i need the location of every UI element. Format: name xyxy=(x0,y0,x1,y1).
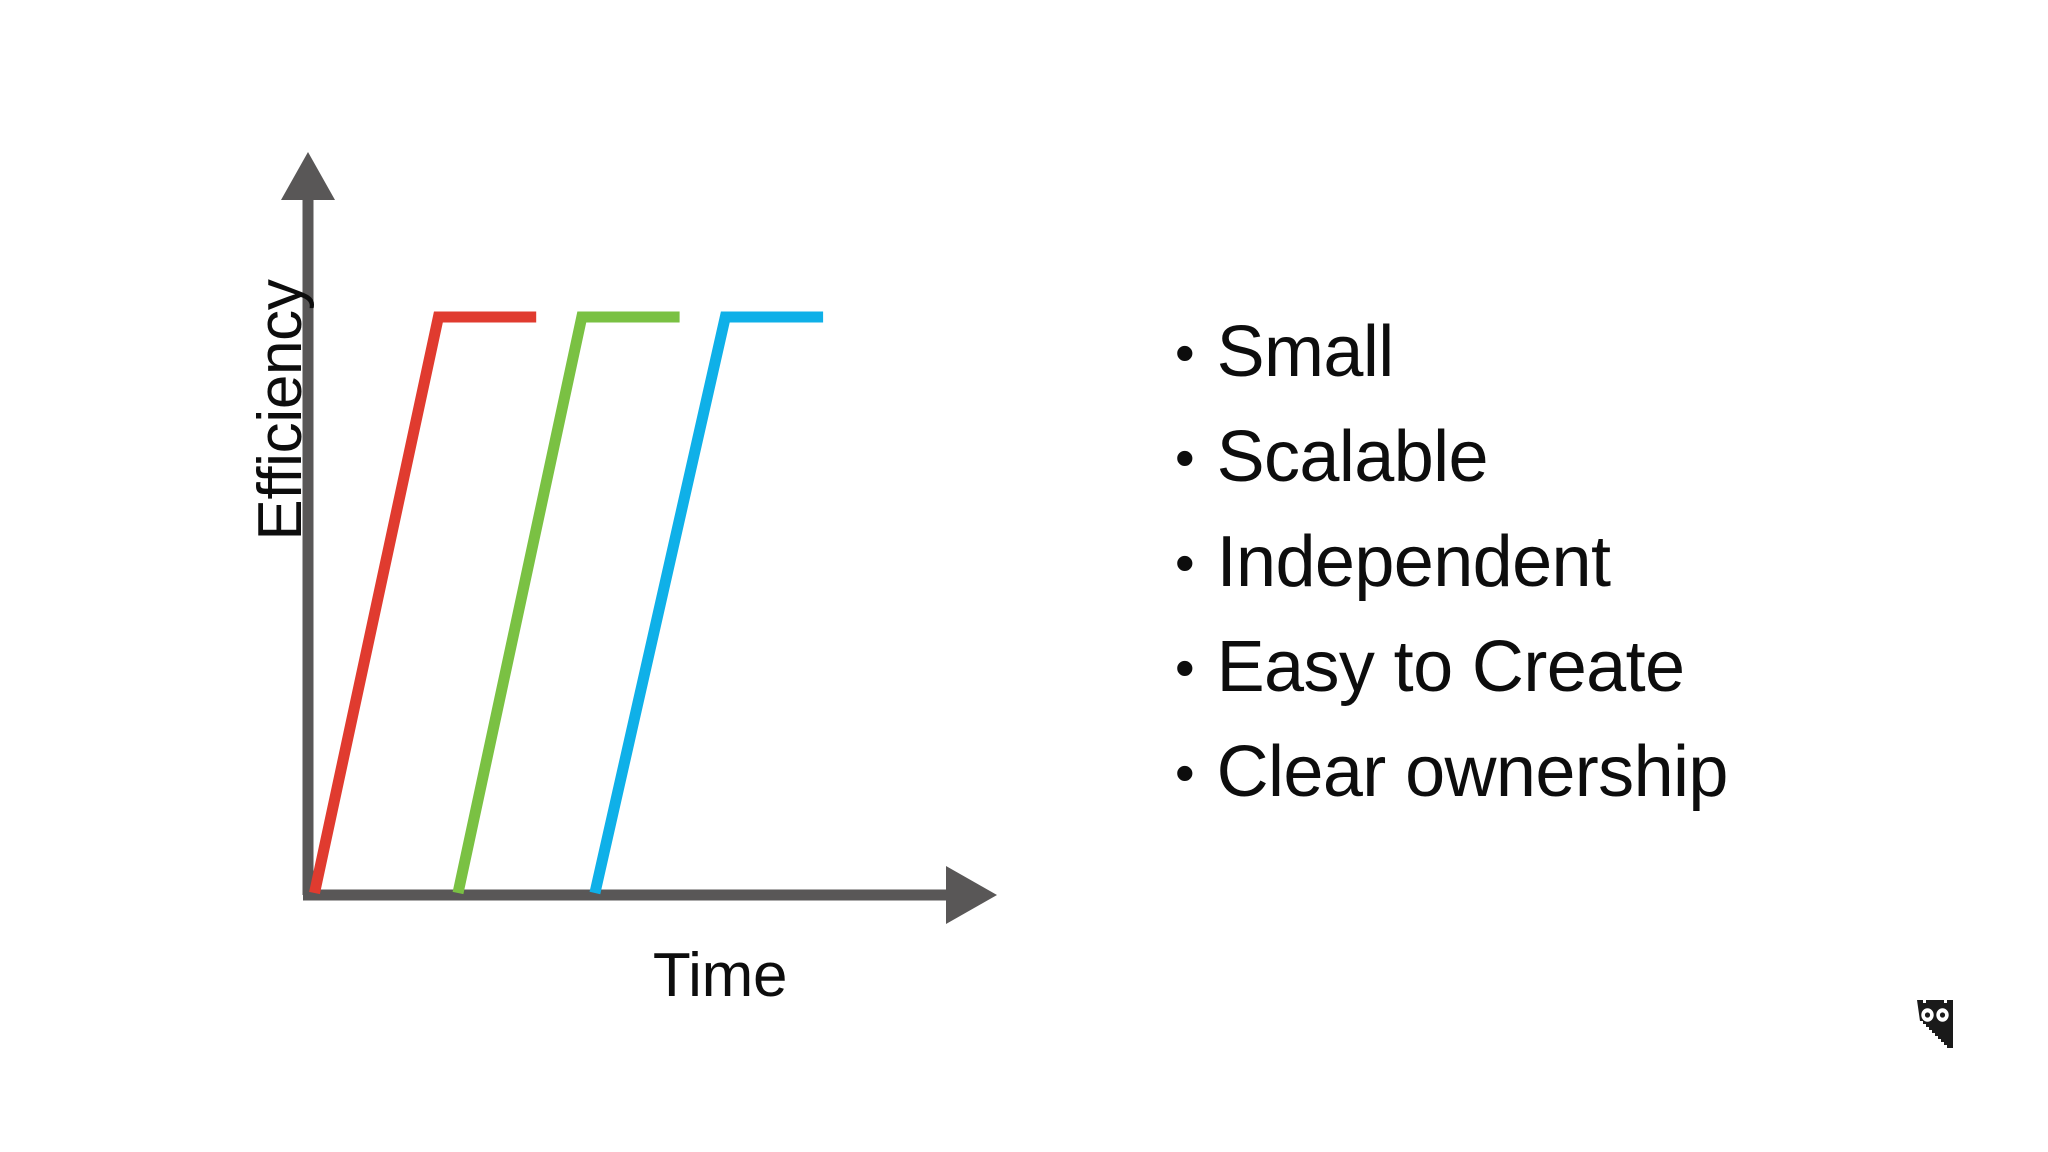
list-item-label: Clear ownership xyxy=(1216,732,1729,812)
list-item: • Independent xyxy=(1175,510,1955,615)
y-axis-arrowhead-icon xyxy=(281,152,335,200)
owl-body-shape xyxy=(1917,1000,1953,1048)
owl-logo-icon xyxy=(1917,1000,1953,1048)
series-line-team-2 xyxy=(452,311,680,895)
x-axis-label: Time xyxy=(652,941,788,1010)
series-line-team-3 xyxy=(589,311,824,895)
owl-pupil-left xyxy=(1924,1012,1931,1018)
chart-plot-area xyxy=(281,152,997,924)
list-item: • Clear ownership xyxy=(1175,720,1955,825)
x-axis-arrowhead-icon xyxy=(946,866,997,924)
bullet-marker-icon: • xyxy=(1175,741,1195,804)
y-axis xyxy=(281,152,335,895)
list-item-label: Scalable xyxy=(1216,417,1489,497)
list-item: • Small xyxy=(1175,300,1955,405)
list-item-label: Easy to Create xyxy=(1216,627,1685,707)
efficiency-over-time-chart: Efficiency Time xyxy=(245,152,997,1010)
list-item: • Easy to Create xyxy=(1175,615,1955,720)
owl-beak xyxy=(1931,1018,1939,1023)
attributes-bullet-list: • Small • Scalable • Independent • Easy … xyxy=(1175,300,1955,825)
y-axis-label: Efficiency xyxy=(245,279,315,541)
list-item-label: Small xyxy=(1216,312,1395,392)
list-item-label: Independent xyxy=(1216,522,1611,602)
bullet-marker-icon: • xyxy=(1175,636,1195,699)
series-line-team-1 xyxy=(309,311,537,895)
bullet-marker-icon: • xyxy=(1175,531,1195,594)
bullet-marker-icon: • xyxy=(1175,426,1195,489)
list-item: • Scalable xyxy=(1175,405,1955,510)
owl-pupil-right xyxy=(1939,1012,1946,1018)
bullet-marker-icon: • xyxy=(1175,321,1195,384)
x-axis xyxy=(303,866,997,924)
